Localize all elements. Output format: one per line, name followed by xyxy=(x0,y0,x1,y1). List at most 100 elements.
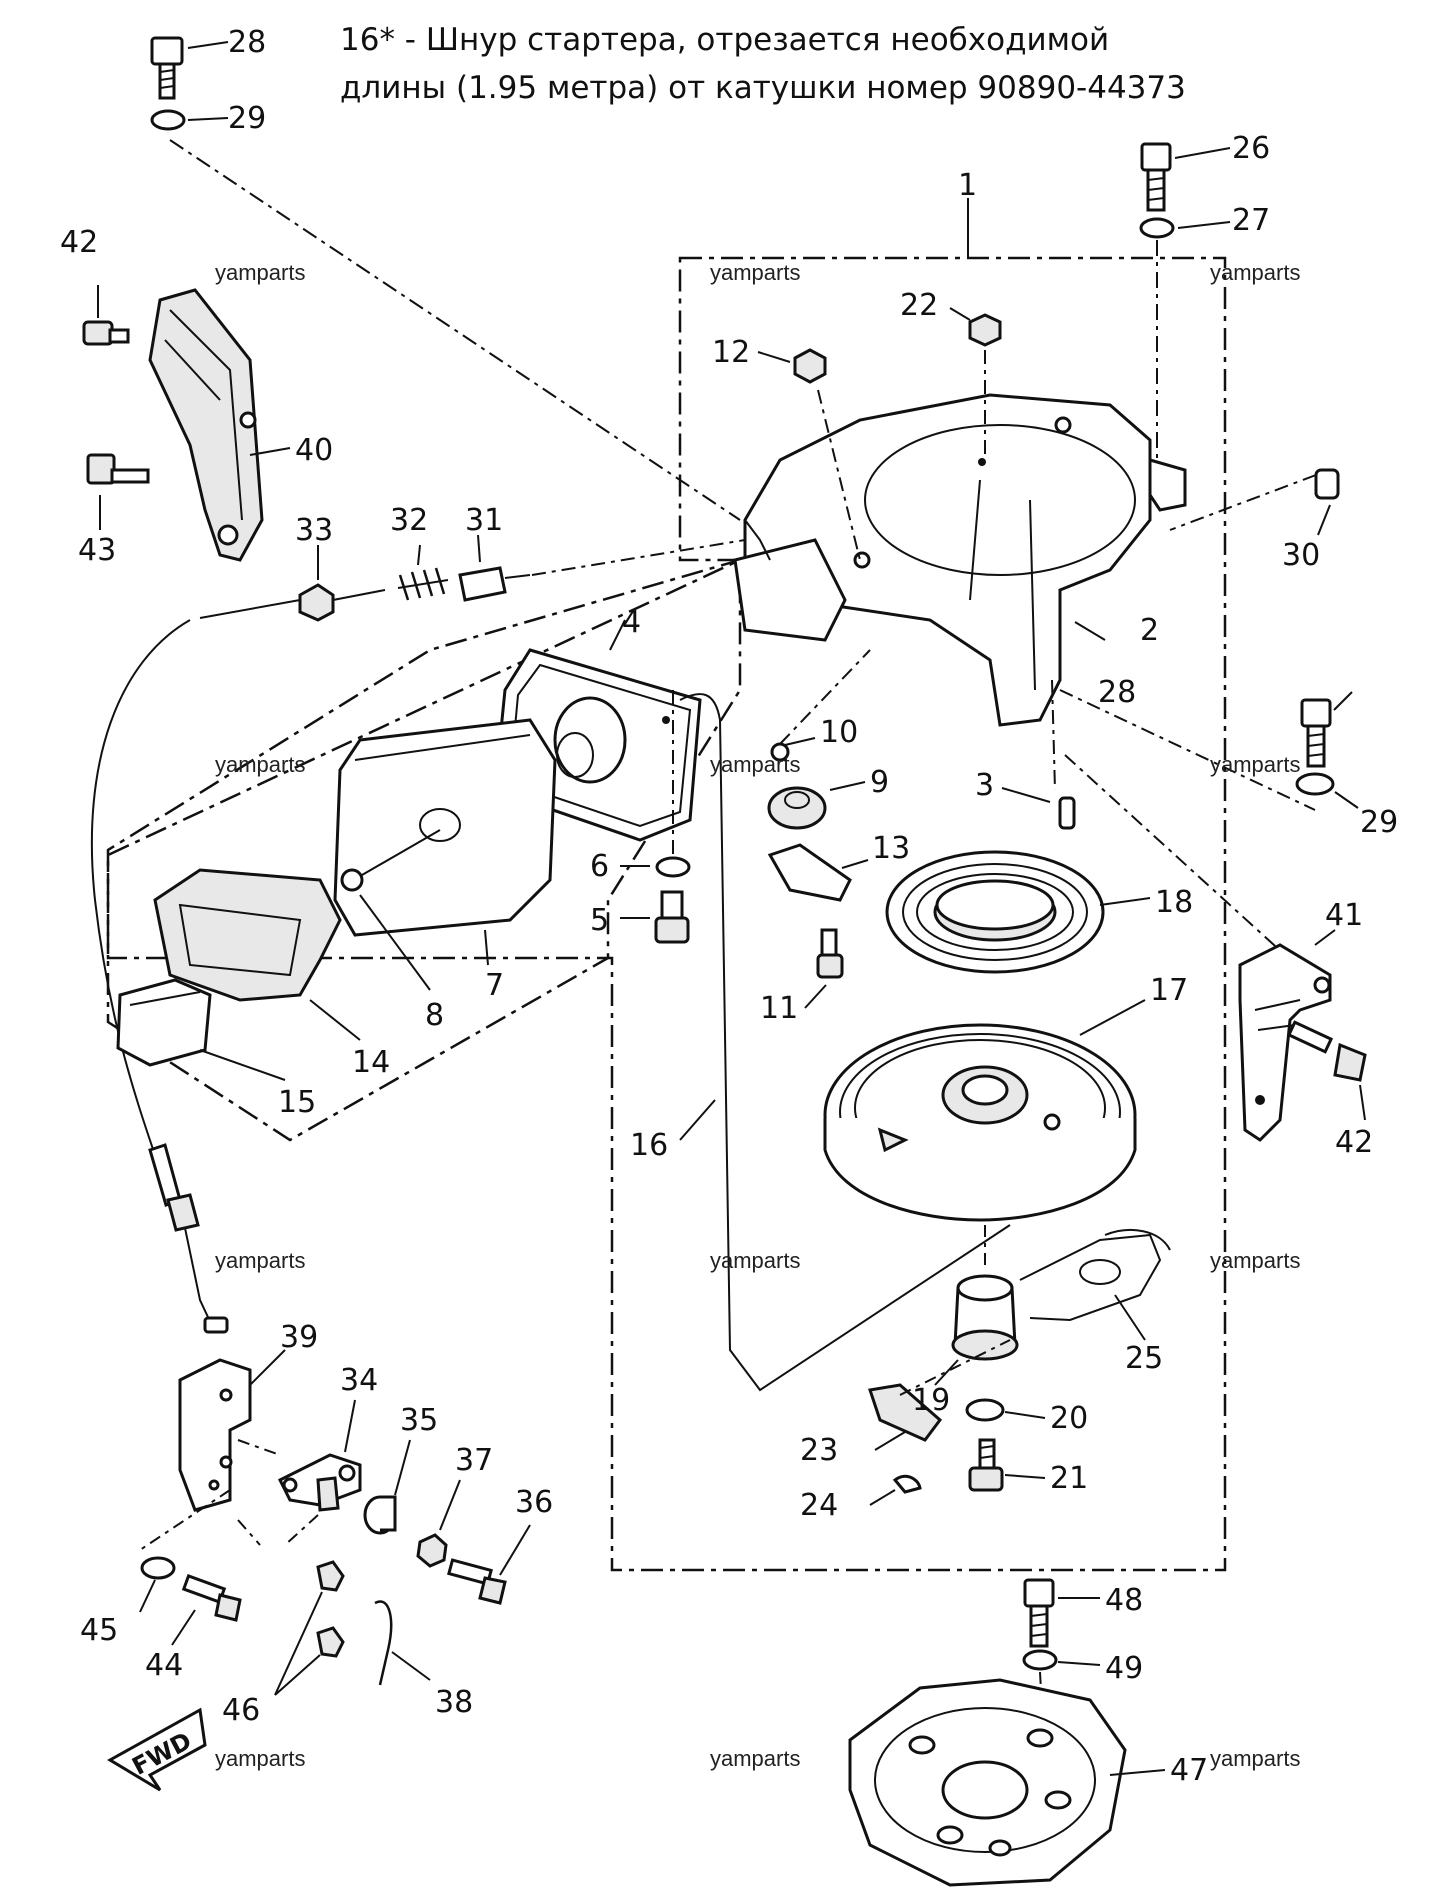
callout-2: 2 xyxy=(1140,613,1159,648)
callout-48: 48 xyxy=(1105,1583,1143,1618)
watermark: yamparts xyxy=(1210,1248,1300,1273)
leader-3 xyxy=(1001,787,1051,803)
nut-12 xyxy=(793,348,827,384)
leader-46 xyxy=(274,1591,323,1696)
leader-5-6 xyxy=(620,865,650,919)
spiral-spring-18 xyxy=(885,850,1105,974)
callout-31: 31 xyxy=(465,503,503,538)
housing-lug-right xyxy=(1148,458,1187,512)
cable-end-fitting xyxy=(148,1143,229,1334)
leader-dash-34 xyxy=(284,1514,319,1546)
callout-22: 22 xyxy=(900,288,938,323)
washer-6 xyxy=(655,856,691,878)
bushing-9 xyxy=(767,786,827,830)
callout-14: 14 xyxy=(352,1045,390,1080)
leader-35 xyxy=(394,1439,411,1496)
callout-42-top: 42 xyxy=(60,225,98,260)
leader-16 xyxy=(679,1099,716,1141)
joint-8 xyxy=(340,868,364,892)
callout-29-right: 29 xyxy=(1360,805,1398,840)
pin-30 xyxy=(1314,468,1340,500)
leader-11 xyxy=(804,984,827,1009)
callout-26: 26 xyxy=(1232,131,1270,166)
drum-17 xyxy=(823,1023,1137,1222)
callout-19: 19 xyxy=(912,1383,950,1418)
callout-28-top: 28 xyxy=(228,25,266,60)
leader-dash-30 xyxy=(1169,474,1317,531)
bolt-48 xyxy=(1023,1578,1055,1648)
washer-29-right xyxy=(1295,772,1335,796)
leader-42-right xyxy=(1359,1084,1366,1121)
pawl-23 xyxy=(868,1383,943,1442)
starter-housing-2 xyxy=(733,393,1152,727)
starter-rope-16 xyxy=(679,693,1011,1392)
leader-37 xyxy=(439,1479,461,1531)
clip-46-a xyxy=(316,1560,345,1592)
callout-41: 41 xyxy=(1325,898,1363,933)
callout-15: 15 xyxy=(278,1085,316,1120)
leader-13 xyxy=(841,859,869,869)
plate-13 xyxy=(767,843,852,902)
watermark: yamparts xyxy=(215,1248,305,1273)
grip-cord xyxy=(361,829,441,876)
callout-28-right: 28 xyxy=(1098,675,1136,710)
callout-3: 3 xyxy=(975,768,994,803)
callout-4: 4 xyxy=(622,605,641,640)
leader-8 xyxy=(359,894,431,991)
leader-17 xyxy=(1079,999,1146,1036)
nut-42-top xyxy=(82,320,130,346)
callout-7: 7 xyxy=(485,968,504,1003)
bolt-26 xyxy=(1140,142,1172,212)
leader-dash-41 xyxy=(1064,754,1319,986)
link-rod-38 xyxy=(374,1600,393,1686)
bolt-21 xyxy=(968,1438,1004,1492)
callout-27: 27 xyxy=(1232,203,1270,238)
callout-49: 49 xyxy=(1105,1651,1143,1686)
callout-labels: 1 2 3 4 5 6 7 8 9 10 11 12 13 14 15 16 1… xyxy=(60,25,1398,1788)
callout-30: 30 xyxy=(1282,538,1320,573)
callout-1: 1 xyxy=(958,168,977,203)
leader-20 xyxy=(1004,1411,1046,1419)
callout-13: 13 xyxy=(872,831,910,866)
leader-31 xyxy=(477,534,481,563)
callout-32: 32 xyxy=(390,503,428,538)
callout-18: 18 xyxy=(1155,885,1193,920)
callout-45: 45 xyxy=(80,1613,118,1648)
collar-35 xyxy=(363,1495,397,1535)
leader-14 xyxy=(309,999,361,1041)
spring-32 xyxy=(397,567,449,601)
watermark: yamparts xyxy=(1210,1746,1300,1771)
bolt-28-right xyxy=(1300,698,1332,768)
watermark: yamparts xyxy=(710,752,800,777)
washer-29 xyxy=(150,109,186,131)
clip-25 xyxy=(1019,1229,1171,1322)
callout-23: 23 xyxy=(800,1433,838,1468)
washer-49 xyxy=(1022,1649,1058,1671)
callout-12: 12 xyxy=(712,335,750,370)
washer-27 xyxy=(1139,217,1175,239)
leader-19 xyxy=(934,1359,959,1386)
leader-38 xyxy=(391,1651,431,1681)
callout-44: 44 xyxy=(145,1648,183,1683)
fwd-arrow-icon: FWD xyxy=(107,1707,207,1792)
pin-3 xyxy=(1058,796,1076,830)
bolt-5 xyxy=(654,890,690,944)
callout-8: 8 xyxy=(425,998,444,1033)
note-line-1: 16* - Шнур стартера, отрезается необходи… xyxy=(340,22,1109,58)
clip-24 xyxy=(892,1474,922,1494)
adjuster-31 xyxy=(458,566,507,602)
bracket-39 xyxy=(178,1358,252,1512)
callout-40: 40 xyxy=(295,433,333,468)
callout-42-right: 42 xyxy=(1335,1125,1373,1160)
leader-28-29 xyxy=(187,41,229,121)
leader-15 xyxy=(199,1049,286,1081)
leader-41 xyxy=(1314,929,1336,946)
bolt-44 xyxy=(181,1574,242,1622)
callout-21: 21 xyxy=(1050,1461,1088,1496)
leader-23 xyxy=(874,1431,906,1451)
bolt-43 xyxy=(86,453,150,485)
pulley-cover-47 xyxy=(848,1678,1127,1887)
leader-10 xyxy=(784,737,816,746)
watermark: yamparts xyxy=(1210,260,1300,285)
